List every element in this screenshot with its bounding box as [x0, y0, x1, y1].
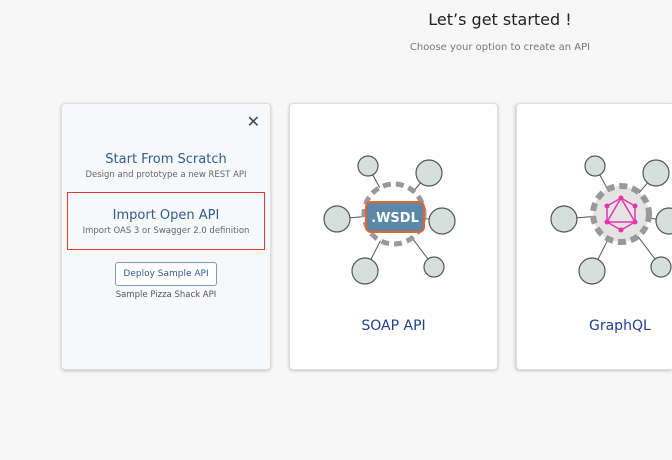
deploy-sample-description: Sample Pizza Shack API	[115, 290, 217, 300]
graphql-illustration	[550, 155, 672, 285]
page-title: Let’s get started !	[428, 10, 572, 29]
graphql-label: GraphQL	[589, 318, 651, 334]
deploy-sample-api-button[interactable]: Deploy Sample API	[115, 262, 217, 286]
start-from-scratch-description: Design and prototype a new REST API	[85, 170, 247, 180]
start-from-scratch-option[interactable]: Start From Scratch Design and prototype …	[62, 152, 270, 180]
close-icon[interactable]: ✕	[246, 112, 260, 131]
soap-api-label: SOAP API	[361, 318, 426, 334]
start-from-scratch-title: Start From Scratch	[105, 152, 227, 167]
import-open-api-option[interactable]: Import Open API Import OAS 3 or Swagger …	[67, 192, 265, 250]
import-open-api-title: Import Open API	[112, 208, 220, 223]
soap-api-card[interactable]: .WSDL SOAP API	[289, 103, 498, 370]
page-subtitle: Choose your option to create an API	[409, 42, 591, 53]
soap-illustration: .WSDL	[323, 155, 456, 285]
graphql-card[interactable]: GraphQL	[516, 103, 672, 370]
rest-api-card: ✕ Start From Scratch Design and prototyp…	[61, 103, 271, 370]
import-open-api-description: Import OAS 3 or Swagger 2.0 definition	[82, 226, 250, 236]
wsdl-badge-text: .WSDL	[371, 211, 419, 226]
